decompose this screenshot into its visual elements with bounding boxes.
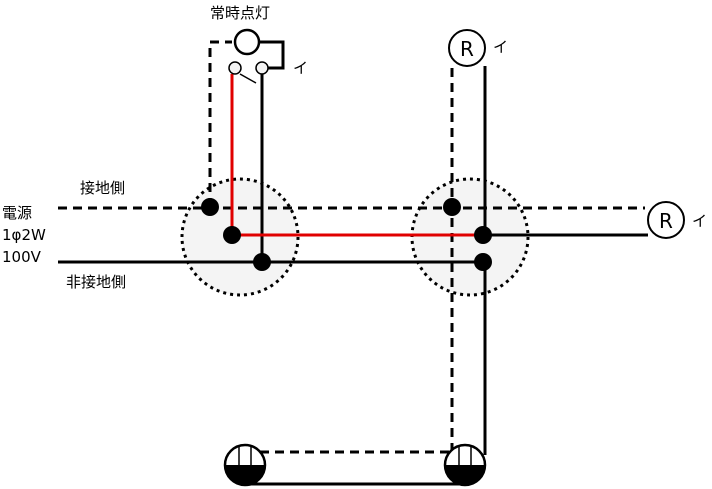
- ungrounded-side-label: 非接地側: [66, 273, 126, 291]
- outlet-icon: [443, 443, 487, 487]
- phase-label: 1φ2W: [2, 226, 46, 244]
- lamp-r1-label: R: [460, 37, 474, 61]
- grounded-side-label: 接地側: [80, 179, 125, 197]
- switch-terminal-icon: [228, 61, 242, 75]
- junction-box-2: [410, 177, 530, 297]
- grounded-wires: [58, 40, 645, 454]
- lamp-r1-mark: イ: [493, 38, 508, 56]
- pilot-lamp-icon: [233, 28, 261, 56]
- switch-lever-icon: [239, 73, 257, 84]
- voltage-label: 100V: [2, 248, 42, 266]
- lamp-r2-mark: イ: [692, 212, 707, 230]
- power-source-label: 電源: [2, 204, 32, 222]
- connection-points: [201, 198, 492, 271]
- lamp-r2-icon: [647, 201, 685, 239]
- ungrounded-wires: [58, 40, 648, 486]
- lamp-r1-icon: [448, 29, 486, 67]
- outlet-icon: [223, 443, 267, 487]
- constant-light-label: 常時点灯: [210, 4, 270, 22]
- lamp-r2-label: R: [659, 209, 673, 233]
- switch-terminal-icon: [255, 61, 269, 75]
- switch-mark: イ: [293, 59, 308, 77]
